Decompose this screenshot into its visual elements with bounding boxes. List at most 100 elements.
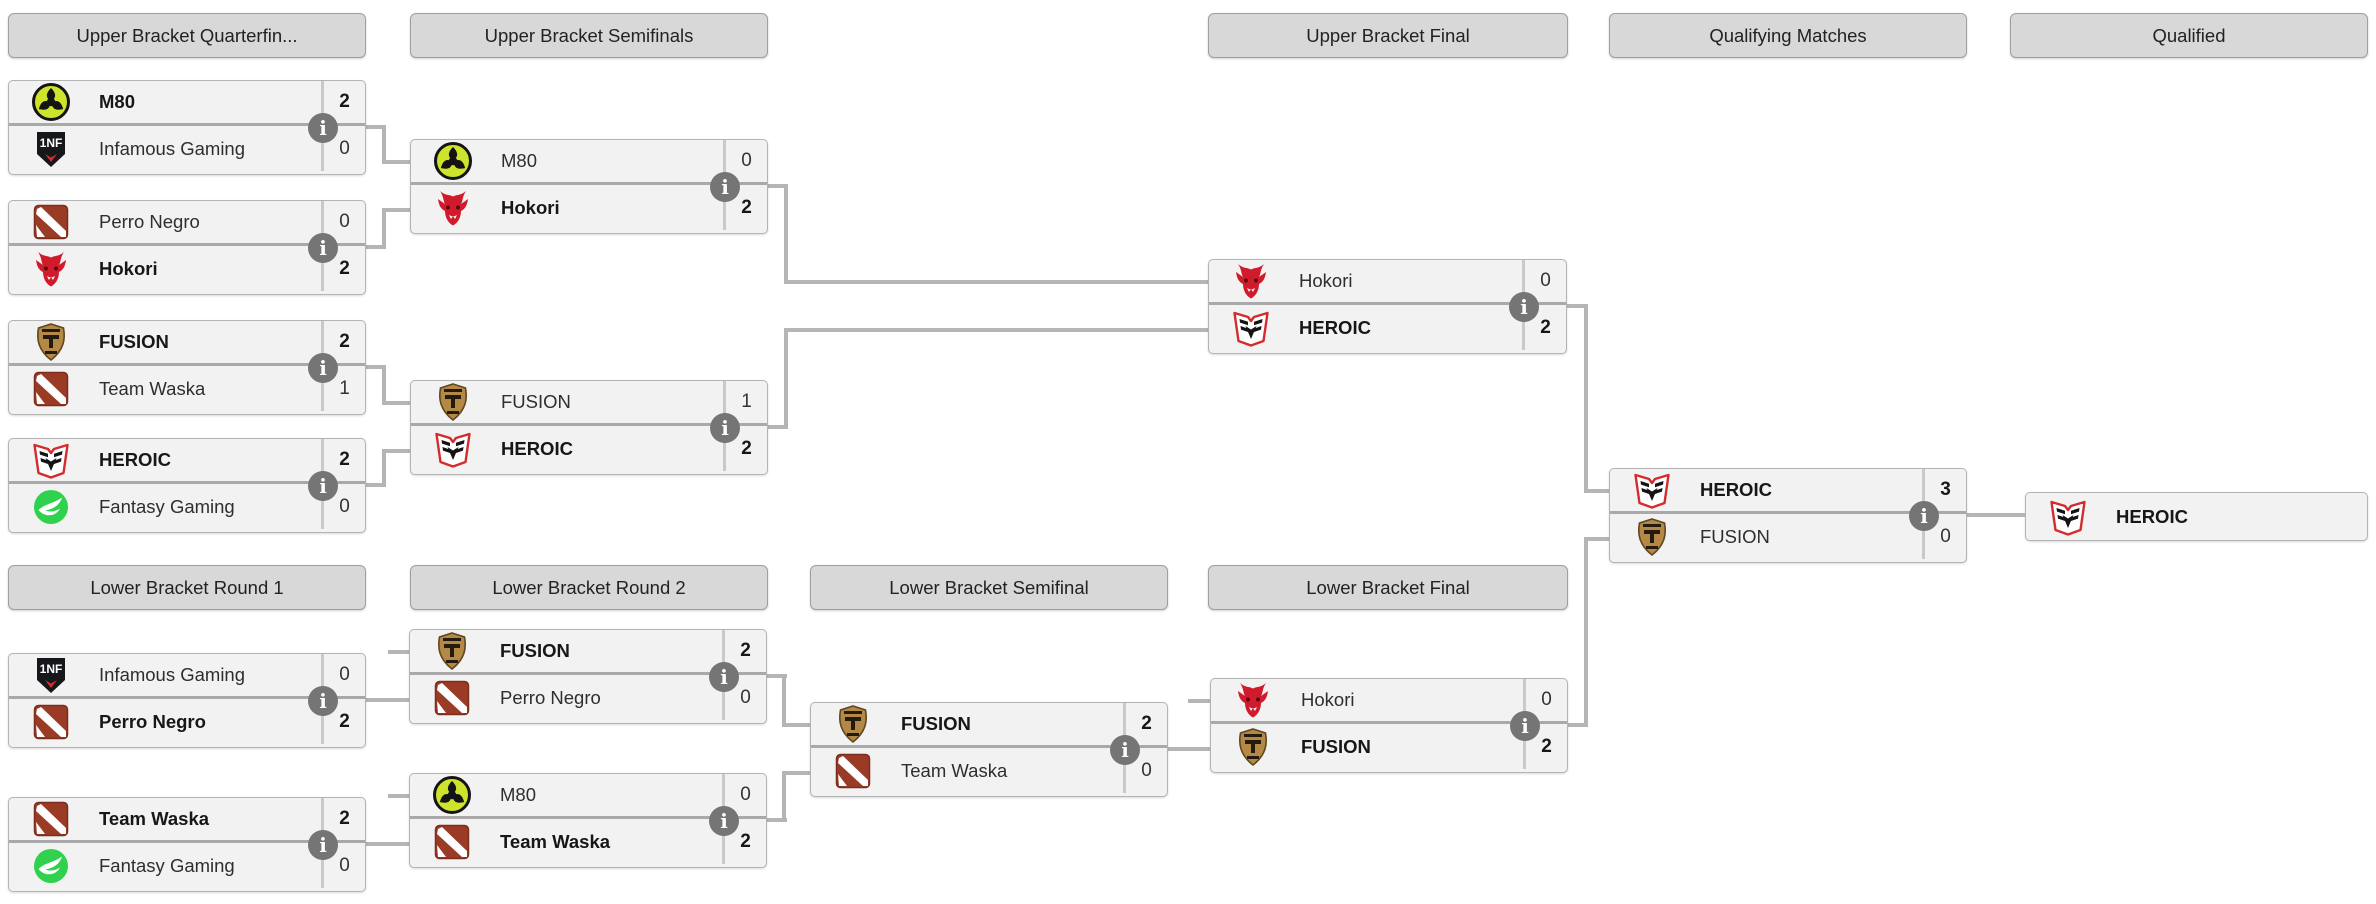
team-row[interactable]: Team Waska 2 bbox=[410, 819, 766, 864]
team-row[interactable]: FUSION 0 bbox=[1610, 514, 1966, 559]
team-name[interactable]: Hokori bbox=[1301, 689, 1355, 710]
heroic-logo[interactable] bbox=[1231, 308, 1271, 348]
heroic-logo[interactable] bbox=[1632, 470, 1672, 510]
hokori-logo[interactable] bbox=[1233, 680, 1273, 720]
fusion-logo[interactable] bbox=[433, 382, 473, 422]
dota-logo[interactable] bbox=[432, 822, 472, 862]
team-name[interactable]: Fantasy Gaming bbox=[99, 854, 235, 876]
team-name[interactable]: HEROIC bbox=[501, 437, 573, 459]
dota-logo[interactable] bbox=[31, 702, 71, 742]
team-row[interactable]: Perro Negro 0 bbox=[9, 201, 365, 246]
team-row[interactable]: Perro Negro 2 bbox=[9, 699, 365, 744]
team-name[interactable]: HEROIC bbox=[1700, 479, 1772, 500]
team-row[interactable]: M80 2 bbox=[9, 81, 365, 126]
team-row[interactable]: Hokori 2 bbox=[9, 246, 365, 291]
team-name[interactable]: Team Waska bbox=[500, 830, 611, 852]
match-info-icon[interactable]: i bbox=[308, 685, 338, 716]
match-info-icon[interactable]: i bbox=[1110, 734, 1140, 765]
team-name[interactable]: M80 bbox=[501, 150, 537, 171]
hokori-logo[interactable] bbox=[1231, 261, 1271, 301]
m80-logo[interactable] bbox=[433, 141, 473, 181]
infamous-logo[interactable] bbox=[31, 129, 71, 169]
fusion-logo[interactable] bbox=[432, 631, 472, 671]
heroic-logo[interactable] bbox=[433, 429, 473, 469]
fantasy-logo[interactable] bbox=[31, 846, 71, 886]
team-row[interactable]: FUSION 2 bbox=[811, 703, 1167, 748]
dota-logo[interactable] bbox=[833, 751, 873, 791]
team-row[interactable]: FUSION 2 bbox=[410, 630, 766, 675]
team-row[interactable]: HEROIC 3 bbox=[1610, 469, 1966, 514]
team-row[interactable]: Fantasy Gaming 0 bbox=[9, 484, 365, 529]
dota-logo[interactable] bbox=[31, 799, 71, 839]
team-row[interactable]: Perro Negro 0 bbox=[410, 675, 766, 720]
team-name[interactable]: Team Waska bbox=[99, 377, 206, 399]
team-name[interactable]: Hokori bbox=[501, 196, 560, 218]
team-row[interactable]: Fantasy Gaming 0 bbox=[9, 843, 365, 888]
match-info-icon[interactable]: i bbox=[1909, 500, 1939, 531]
team-name[interactable]: FUSION bbox=[500, 640, 570, 661]
fantasy-logo[interactable] bbox=[31, 487, 71, 527]
match-info-icon[interactable]: i bbox=[709, 661, 739, 692]
fusion-logo[interactable] bbox=[833, 704, 873, 744]
match-info-icon[interactable]: i bbox=[308, 112, 338, 143]
team-name[interactable]: Infamous Gaming bbox=[99, 137, 246, 159]
team-row[interactable]: Infamous Gaming 0 bbox=[9, 126, 365, 171]
team-name[interactable]: Perro Negro bbox=[500, 686, 601, 708]
team-name[interactable]: HEROIC bbox=[99, 449, 171, 470]
match-info-icon[interactable]: i bbox=[710, 171, 740, 202]
team-row[interactable]: Hokori 0 bbox=[1211, 679, 1567, 724]
team-row[interactable]: FUSION 1 bbox=[411, 381, 767, 426]
team-name[interactable]: Fantasy Gaming bbox=[99, 495, 235, 517]
team-row[interactable]: HEROIC 2 bbox=[9, 439, 365, 484]
team-row[interactable]: M80 0 bbox=[411, 140, 767, 185]
team-row[interactable]: Hokori 0 bbox=[1209, 260, 1566, 305]
team-name[interactable]: Perro Negro bbox=[99, 211, 200, 232]
team-name[interactable]: HEROIC bbox=[1299, 316, 1371, 338]
qualified-team-name[interactable]: HEROIC bbox=[2116, 505, 2188, 527]
team-name[interactable]: Team Waska bbox=[99, 808, 210, 829]
team-name[interactable]: FUSION bbox=[901, 713, 971, 734]
team-name[interactable]: FUSION bbox=[1301, 735, 1371, 757]
dota-logo[interactable] bbox=[31, 369, 71, 409]
dota-logo[interactable] bbox=[432, 678, 472, 718]
match-info-icon[interactable]: i bbox=[1509, 291, 1539, 322]
fusion-logo[interactable] bbox=[31, 322, 71, 362]
team-row[interactable]: Hokori 2 bbox=[411, 185, 767, 230]
match-info-icon[interactable]: i bbox=[308, 232, 338, 263]
match-info-icon[interactable]: i bbox=[308, 470, 338, 501]
match-info-icon[interactable]: i bbox=[308, 352, 338, 383]
team-name[interactable]: Hokori bbox=[1299, 270, 1353, 291]
fusion-logo[interactable] bbox=[1233, 727, 1273, 767]
team-name[interactable]: M80 bbox=[99, 91, 135, 112]
team-name[interactable]: Team Waska bbox=[901, 759, 1008, 781]
match-info-icon[interactable]: i bbox=[308, 829, 338, 860]
team-name[interactable]: Perro Negro bbox=[99, 710, 206, 732]
team-row[interactable]: M80 0 bbox=[410, 774, 766, 819]
team-row[interactable]: Team Waska 2 bbox=[9, 798, 365, 843]
team-name[interactable]: Infamous Gaming bbox=[99, 664, 246, 685]
team-row[interactable]: Infamous Gaming 0 bbox=[9, 654, 365, 699]
hokori-logo[interactable] bbox=[433, 188, 473, 228]
heroic-logo[interactable] bbox=[2048, 497, 2088, 537]
m80-logo[interactable] bbox=[31, 82, 71, 122]
team-name[interactable]: FUSION bbox=[501, 391, 571, 412]
team-row[interactable]: Team Waska 0 bbox=[811, 748, 1167, 793]
team-row[interactable]: Team Waska 1 bbox=[9, 366, 365, 411]
team-name[interactable]: FUSION bbox=[99, 331, 169, 352]
team-row[interactable]: FUSION 2 bbox=[1211, 724, 1567, 769]
heroic-logo[interactable] bbox=[31, 440, 71, 480]
team-name[interactable]: FUSION bbox=[1700, 525, 1770, 547]
team-name[interactable]: M80 bbox=[500, 784, 536, 805]
match-info-icon[interactable]: i bbox=[709, 805, 739, 836]
m80-logo[interactable] bbox=[432, 775, 472, 815]
hokori-logo[interactable] bbox=[31, 249, 71, 289]
match-info-icon[interactable]: i bbox=[710, 412, 740, 443]
team-name[interactable]: Hokori bbox=[99, 257, 158, 279]
dota-logo[interactable] bbox=[31, 202, 71, 242]
team-row[interactable]: HEROIC 2 bbox=[1209, 305, 1566, 350]
fusion-logo[interactable] bbox=[1632, 517, 1672, 557]
team-row[interactable]: FUSION 2 bbox=[9, 321, 365, 366]
team-row[interactable]: HEROIC 2 bbox=[411, 426, 767, 471]
match-info-icon[interactable]: i bbox=[1510, 710, 1540, 741]
infamous-logo[interactable] bbox=[31, 655, 71, 695]
